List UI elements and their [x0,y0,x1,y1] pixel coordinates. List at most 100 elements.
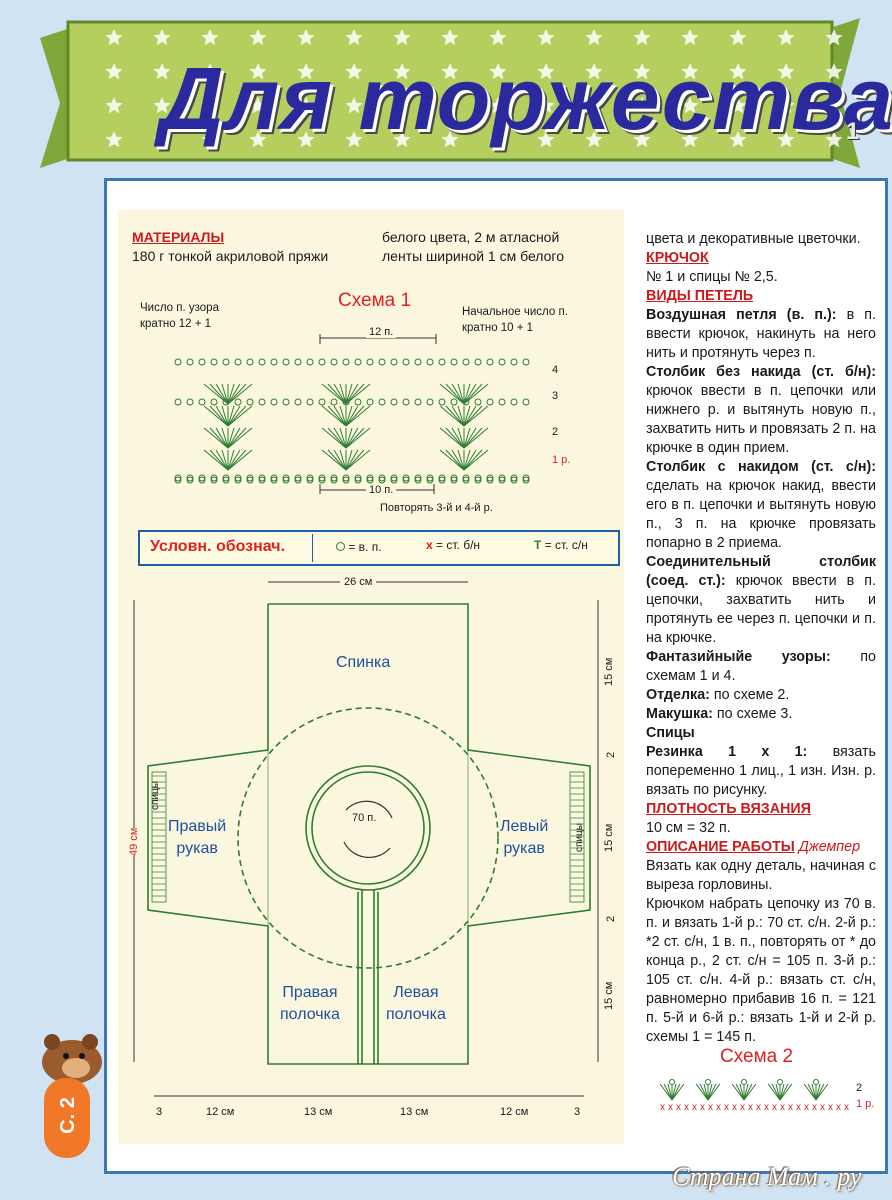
knitting-heading: Спицы [646,725,695,741]
legend-box: Условн. обознач. = в. п. x = ст. б/н T =… [138,530,620,566]
scheme1-right-note-2: кратно 10 + 1 [462,322,534,334]
svg-text:x: x [732,1102,737,1113]
legend-divider [312,534,313,562]
right-dim-1: 15 см [603,657,615,686]
page-title: Для торжества [160,49,892,148]
svg-text:x: x [764,1102,769,1113]
scheme2-title: Схема 2 [720,1046,794,1067]
bottom-dim-2: 12 см [206,1106,235,1118]
row-label-2: 2 [552,426,559,438]
diagram-panel [118,210,624,1144]
stitch-7: Макушка: по схеме 3. [646,705,876,724]
stitch-4: Соединительный столбик (соед. ст.): крюч… [646,553,876,648]
stitch-7-text: по схеме 3. [712,706,793,722]
rib-name: Резинка 1 х 1: [646,744,808,760]
instructions-column: цвета и декоративные цветочки. КРЮЧОК № … [646,230,876,1047]
gauge-text: 10 см = 32 п. [646,820,731,836]
bottom-dim-4: 13 см [400,1106,429,1118]
work-heading-line: ОПИСАНИЕ РАБОТЫ Джемпер [646,838,876,857]
crochet-text: № 1 и спицы № 2,5. [646,269,778,285]
right-dim-4: 2 [605,915,617,922]
svg-text:x: x [716,1102,721,1113]
legend-dc-text: = ст. с/н [544,538,588,552]
scheme1-repeat-note: Повторять 3-й и 4-й р. [380,502,493,514]
scheme1-left-note: Число п. узора кратно 12 + 1 [140,300,219,332]
left-sleeve-1: Левый [500,818,549,835]
bottom-dim-1: 3 [156,1106,163,1118]
page-sticker-text: С. 2 [56,1097,79,1134]
right-front-1: Правая [282,984,338,1001]
work-heading: ОПИСАНИЕ РАБОТЫ [646,839,795,855]
scheme1-right-note: Начальное число п. кратно 10 + 1 [462,304,568,336]
height-label: 49 см [128,827,140,856]
materials-heading: МАТЕРИАЛЫ [132,229,225,245]
right-dim-3: 15 см [603,823,615,852]
work-p1: Вязать как одну деталь, начиная с выреза… [646,858,876,893]
sc-icon: x [426,538,433,552]
scheme1-diagram [174,334,530,494]
stitch-2-name: Столбик без накида (ст. б/н): [646,364,876,380]
page-sticker: С. 2 [44,1078,90,1158]
svg-text:x: x [844,1102,849,1113]
stitch-6-name: Отделка: [646,687,710,703]
stitch-6-text: по схеме 2. [709,687,790,703]
left-front-label: Левая полочка [386,982,446,1026]
rib-desc: вязать попеременно 1 лиц., 1 изн. Изн. р… [646,744,876,798]
bottom-dim-3: 13 см [304,1106,333,1118]
bear-mascot-icon [42,1034,102,1084]
title-banner [40,18,860,168]
materials-block: МАТЕРИАЛЫ 180 г тонкой акриловой пряжи [132,228,364,266]
back-label: Спинка [336,654,391,671]
stitch-5-text: по схемам 1 и 4. [646,649,876,684]
legend-chain-item: = в. п. [336,540,382,554]
stitches-heading: ВИДЫ ПЕТЕЛЬ [646,288,754,304]
stitch-2-text: крючок ввести в п. цепочки или нижнего р… [646,383,876,456]
chain-icon [336,542,345,551]
scheme1-right-note-1: Начальное число п. [462,306,568,318]
scheme1-bottom-measure: 10 п. [366,484,397,496]
stitch-3-text: сделать на крючок накид, ввести его в п.… [646,478,876,551]
right-sleeve-2: рукав [176,840,218,857]
stitch-6: Отделка: по схеме 2. [646,686,876,705]
svg-text:x: x [700,1102,705,1113]
stitch-1-name: Воздушная петля (в. п.): [646,307,837,323]
svg-text:x: x [660,1102,665,1113]
work-p2: Крючком набрать цепочку из 70 в. п. и вя… [646,896,876,1045]
scheme1-title: Схема 1 [338,290,412,311]
crochet-heading: КРЮЧОК [646,250,709,266]
materials-text-2a: белого цвета, 2 м атласной [382,229,560,245]
svg-text:x: x [796,1102,801,1113]
legend-sc-text: = ст. б/н [436,538,481,552]
legend-chain-text: = в. п. [348,540,382,554]
gauge-heading: ПЛОТНОСТЬ ВЯЗАНИЯ [646,801,811,817]
work-subheading: Джемпер [798,839,861,855]
stitch-4-name: Соединительный столбик (соед. ст.): [646,554,876,589]
svg-text:x: x [812,1102,817,1113]
svg-text:x: x [804,1102,809,1113]
svg-text:x: x [676,1102,681,1113]
legend-dc-item: T = ст. с/н [534,538,588,552]
svg-text:x: x [692,1102,697,1113]
svg-text:x: x [668,1102,673,1113]
stitch-4-text: крючок ввести в п. цепочки, захватить ни… [646,573,877,646]
materials-text-2b: ленты шириной 1 см белого [382,248,565,264]
right-dim-2: 2 [605,751,617,758]
row-label-4: 4 [552,364,559,376]
svg-text:x: x [684,1102,689,1113]
svg-text:x: x [788,1102,793,1113]
materials-text-1: 180 г тонкой акриловой пряжи [132,248,329,264]
svg-text:x: x [740,1102,745,1113]
row-label-1: 1 р. [552,454,571,466]
stitch-5-name: Фантазийныйе узоры: [646,649,831,665]
scheme2-row-2: 2 [856,1082,863,1094]
left-front-2: полочка [386,1006,446,1023]
legend-label: Условн. обознач. [150,538,286,555]
page-number: 1 [846,118,860,145]
left-front-1: Левая [393,984,439,1001]
spokes-label-left: спицы [150,781,161,810]
neck-label: 70 п. [352,812,377,824]
legend-sc-item: x = ст. б/н [426,538,480,552]
left-sleeve-label: Левый рукав [500,816,548,860]
scheme1-left-note-2: кратно 12 + 1 [140,318,212,330]
